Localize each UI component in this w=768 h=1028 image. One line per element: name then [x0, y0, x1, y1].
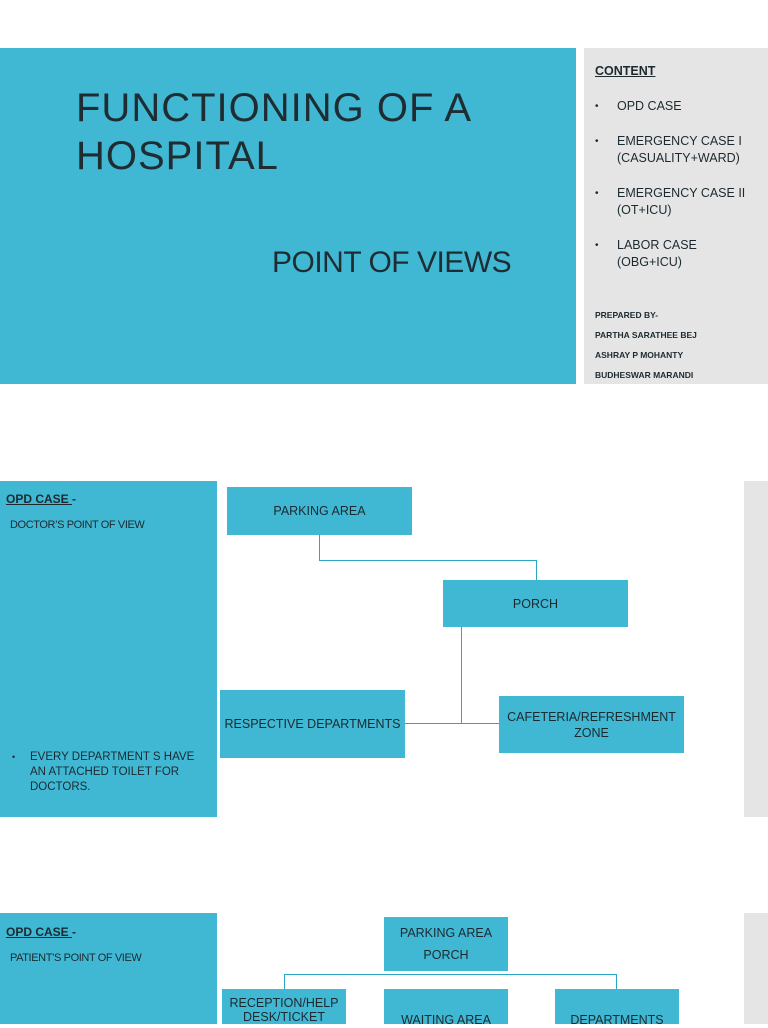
bullet-icon: • [12, 752, 16, 762]
author-name: PARTHA SARATHEE BEJ [595, 330, 697, 340]
node-parking-porch: PARKING AREA PORCH [384, 917, 508, 971]
right-edge-panel [744, 913, 768, 1024]
bullet-icon: • [595, 136, 599, 147]
content-list: • OPD CASE • EMERGENCY CASE I (CASUALITY… [595, 98, 760, 289]
case-heading: OPD CASE - [6, 925, 77, 939]
slide-subtitle: POINT OF VIEWS [272, 246, 512, 279]
bullet-icon: • [595, 188, 599, 199]
author-name: ASHRAY P MOHANTY [595, 350, 684, 360]
point-of-view-label: PATIENT’S POINT OF VIEW [10, 952, 142, 964]
right-edge-panel [744, 481, 768, 817]
bullet-icon: • [595, 240, 599, 251]
case-heading: OPD CASE - [6, 492, 77, 506]
node-porch: PORCH [443, 580, 628, 627]
bullet-icon: • [595, 101, 599, 112]
connector-line [536, 560, 537, 580]
connector-line [616, 974, 617, 989]
connector-line [284, 974, 285, 989]
toilet-note: • EVERY DEPARTMENT S HAVE AN ATTACHED TO… [12, 751, 195, 793]
content-panel [584, 48, 768, 384]
doctor-view-side-panel [0, 481, 217, 817]
connector-line [284, 974, 617, 975]
content-item: • EMERGENCY CASE I (CASUALITY+WARD) [595, 134, 742, 165]
connector-line [319, 560, 537, 561]
content-item: • LABOR CASE (OBG+ICU) [595, 238, 697, 269]
node-respective-departments: RESPECTIVE DEPARTMENTS [220, 690, 405, 758]
slide-title-line2: HOSPITAL [76, 134, 279, 178]
title-slide-panel [0, 48, 576, 384]
connector-line [461, 627, 462, 724]
content-item: • OPD CASE [595, 99, 682, 113]
prepared-by-label: PREPARED BY- [595, 310, 659, 320]
node-cafeteria: CAFETERIA/REFRESHMENT ZONE [499, 696, 684, 753]
slide-title: FUNCTIONING OF A HOSPITAL [76, 84, 472, 180]
author-name: BUDHESWAR MARANDI [595, 370, 694, 380]
point-of-view-label: DOCTOR’S POINT OF VIEW [10, 519, 145, 531]
content-heading: CONTENT [595, 64, 656, 78]
node-waiting-area: WAITING AREA [384, 989, 508, 1027]
node-departments: DEPARTMENTS [555, 989, 679, 1027]
connector-line [319, 535, 320, 561]
connector-line [405, 723, 500, 724]
node-reception: RECEPTION/HELP DESK/TICKET [222, 989, 346, 1024]
patient-view-side-panel [0, 913, 217, 1024]
slide-title-line1: FUNCTIONING OF A [76, 86, 472, 130]
node-parking-area: PARKING AREA [227, 487, 412, 535]
content-item: • EMERGENCY CASE II (OT+ICU) [595, 186, 746, 217]
